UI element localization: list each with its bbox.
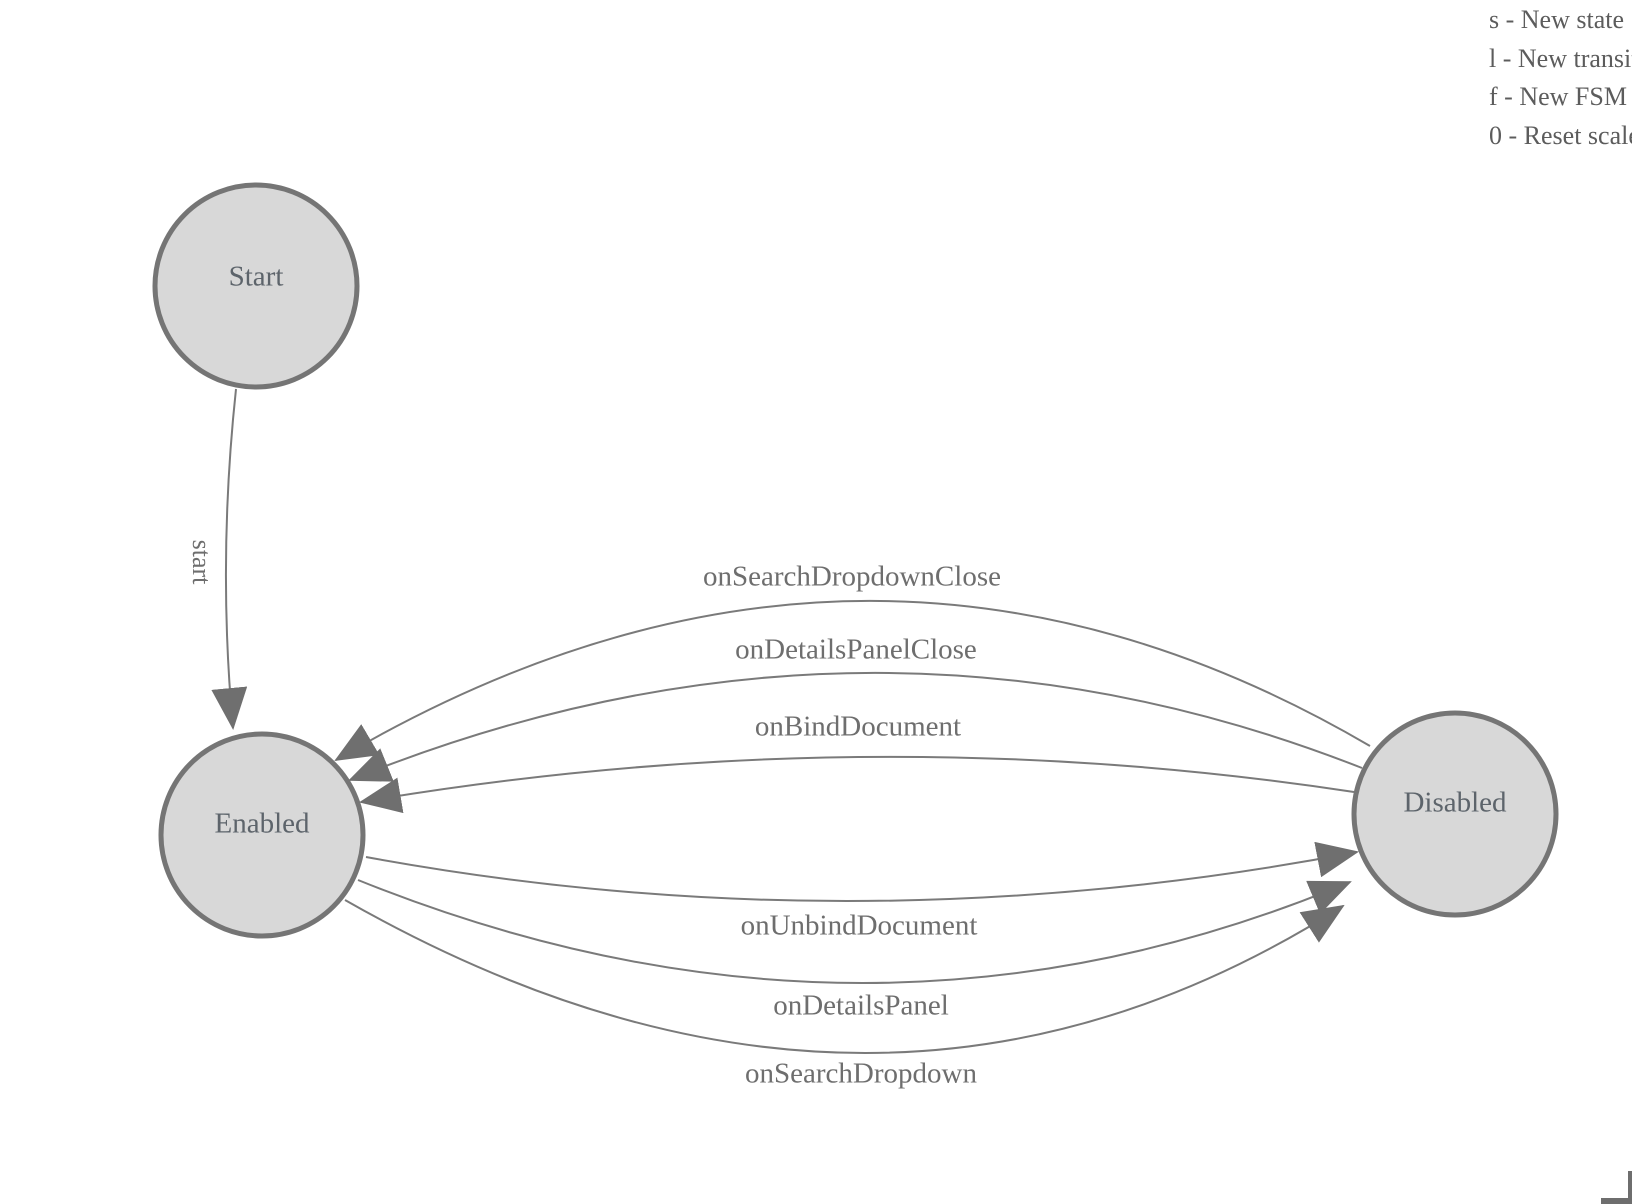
transition-label-onSearchDropdownClose[interactable]: onSearchDropdownClose [702, 560, 1002, 593]
state-circle-disabled[interactable] [1351, 710, 1559, 918]
transition-path-onSearchDropdownClose[interactable] [334, 600, 1371, 762]
state-circle-start[interactable] [152, 182, 360, 390]
transition-path-onSearchDropdown[interactable] [344, 899, 1345, 1054]
shortcuts-legend: s - New state l - New transition f - New… [1489, 1, 1632, 155]
transition-path-onUnbindDocument[interactable] [365, 841, 1359, 902]
transition-label-onUnbindDocument[interactable]: onUnbindDocument [740, 909, 978, 942]
horizontal-scrollbar-thumb[interactable] [1601, 1198, 1632, 1204]
transition-label-start[interactable]: start [187, 539, 216, 585]
transition-label-onDetailsPanelClose[interactable]: onDetailsPanelClose [735, 633, 977, 666]
transition-path-onDetailsPanelClose[interactable] [348, 671, 1363, 782]
transition-path-start[interactable] [211, 388, 248, 730]
vertical-scrollbar-thumb[interactable] [1628, 1171, 1632, 1204]
legend-line-new-state: s - New state [1489, 5, 1625, 34]
transition-path-onDetailsPanel[interactable] [357, 879, 1352, 984]
transition-label-onDetailsPanel[interactable]: onDetailsPanel [773, 989, 949, 1022]
transition-label-onBindDocument[interactable]: onBindDocument [754, 710, 962, 743]
state-circle-enabled[interactable] [158, 731, 366, 939]
transition-path-onBindDocument[interactable] [359, 755, 1355, 814]
legend-line-reset-scale: 0 - Reset scale [1489, 120, 1632, 150]
legend-line-new-fsm: f - New FSM [1489, 82, 1627, 111]
transition-label-onSearchDropdown[interactable]: onSearchDropdown [745, 1057, 977, 1090]
legend-line-new-transition: l - New transition [1489, 43, 1632, 73]
